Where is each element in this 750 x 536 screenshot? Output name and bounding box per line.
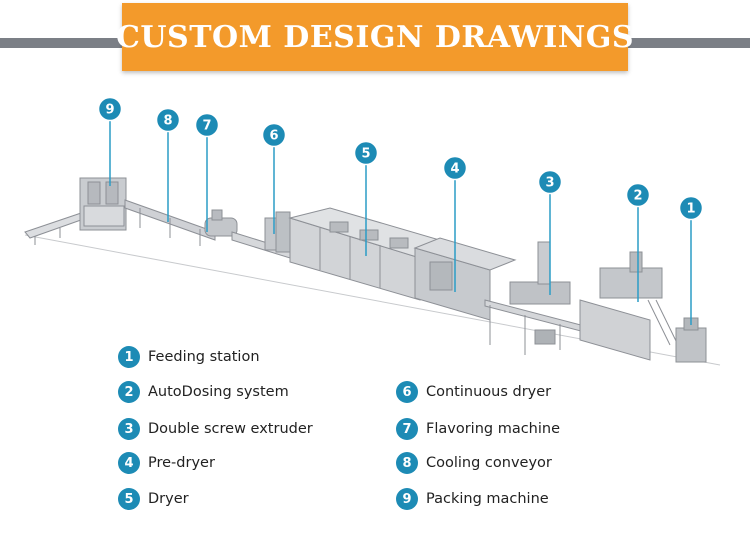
callout-marker-circle [625,182,651,208]
legend-label: Dryer [148,491,189,507]
callout-marker-number: 2 [633,189,642,204]
callout-marker-number: 9 [105,103,114,118]
legend-label: Feeding station [148,349,260,365]
callout-marker-9: 9 [97,96,123,122]
legend-item-flavoring-machine: 7 Flavoring machine [396,418,560,440]
callout-marker-circle [678,195,704,221]
callout-marker-number: 8 [163,114,172,129]
packing-machine-drawing [24,177,127,245]
production-line [24,177,721,366]
legend-label: Continuous dryer [426,384,552,400]
callout-marker-2: 2 [625,182,651,208]
legend-badge: 7 [396,418,418,440]
legend-badge: 6 [396,381,418,403]
callout-marker-circle [353,140,379,166]
callout-leaders [109,120,692,325]
callout-marker-number: 4 [450,162,459,177]
legend-badge: 9 [396,488,418,510]
callout-marker-circle [155,107,181,133]
callout-marker-1: 1 [678,195,704,221]
autodosing-system-drawing [579,251,679,361]
continuous-dryer-drawing [231,211,291,259]
legend-item-autodosing-system: 2 AutoDosing system [118,381,289,403]
legend-label: Pre-dryer [148,455,215,471]
legend-item-pre-dryer: 4 Pre-dryer [118,452,215,474]
flavoring-machine-drawing [204,209,238,237]
legend-label: Packing machine [426,491,549,507]
callout-marker-8: 8 [155,107,181,133]
callout-marker-circle [537,169,563,195]
legend-badge: 3 [118,418,140,440]
legend-item-feeding-station: 1 Feeding station [118,346,260,368]
cooling-conveyor-drawing [124,199,216,246]
callout-marker-number: 7 [202,119,211,134]
callout-marker-circle [194,112,220,138]
page-title: CUSTOM DESIGN DRAWINGS [115,19,635,55]
legend-badge: 4 [118,452,140,474]
callout-markers: 1 2 3 4 5 6 7 8 9 [97,96,704,221]
callout-marker-circle [442,155,468,181]
callout-marker-circle [97,96,123,122]
legend-item-packing-machine: 9 Packing machine [396,488,549,510]
double-screw-extruder-drawing [484,241,601,355]
callout-marker-7: 7 [194,112,220,138]
legend-item-dryer: 5 Dryer [118,488,189,510]
legend-badge: 2 [118,381,140,403]
callout-marker-6: 6 [261,122,287,148]
legend-label: Flavoring machine [426,421,561,437]
legend-label: Double screw extruder [148,421,313,437]
callout-marker-4: 4 [442,155,468,181]
production-line-drawing: 1 2 3 4 5 6 7 8 9 [24,96,721,366]
legend-badge: 8 [396,452,418,474]
legend-label: AutoDosing system [148,384,289,400]
callout-marker-number: 6 [269,129,278,144]
legend-badge: 1 [118,346,140,368]
callout-marker-5: 5 [353,140,379,166]
callout-marker-circle [261,122,287,148]
callout-marker-number: 1 [686,202,695,217]
legend-item-cooling-conveyor: 8 Cooling conveyor [396,452,552,474]
callout-marker-number: 5 [361,147,370,162]
legend-label: Cooling conveyor [426,455,552,471]
legend-badge: 5 [118,488,140,510]
callout-marker-number: 3 [545,176,554,191]
callout-marker-3: 3 [537,169,563,195]
title-banner: CUSTOM DESIGN DRAWINGS [116,3,634,71]
legend-item-continuous-dryer: 6 Continuous dryer [396,381,551,403]
legend-item-double-screw-extruder: 3 Double screw extruder [118,418,313,440]
